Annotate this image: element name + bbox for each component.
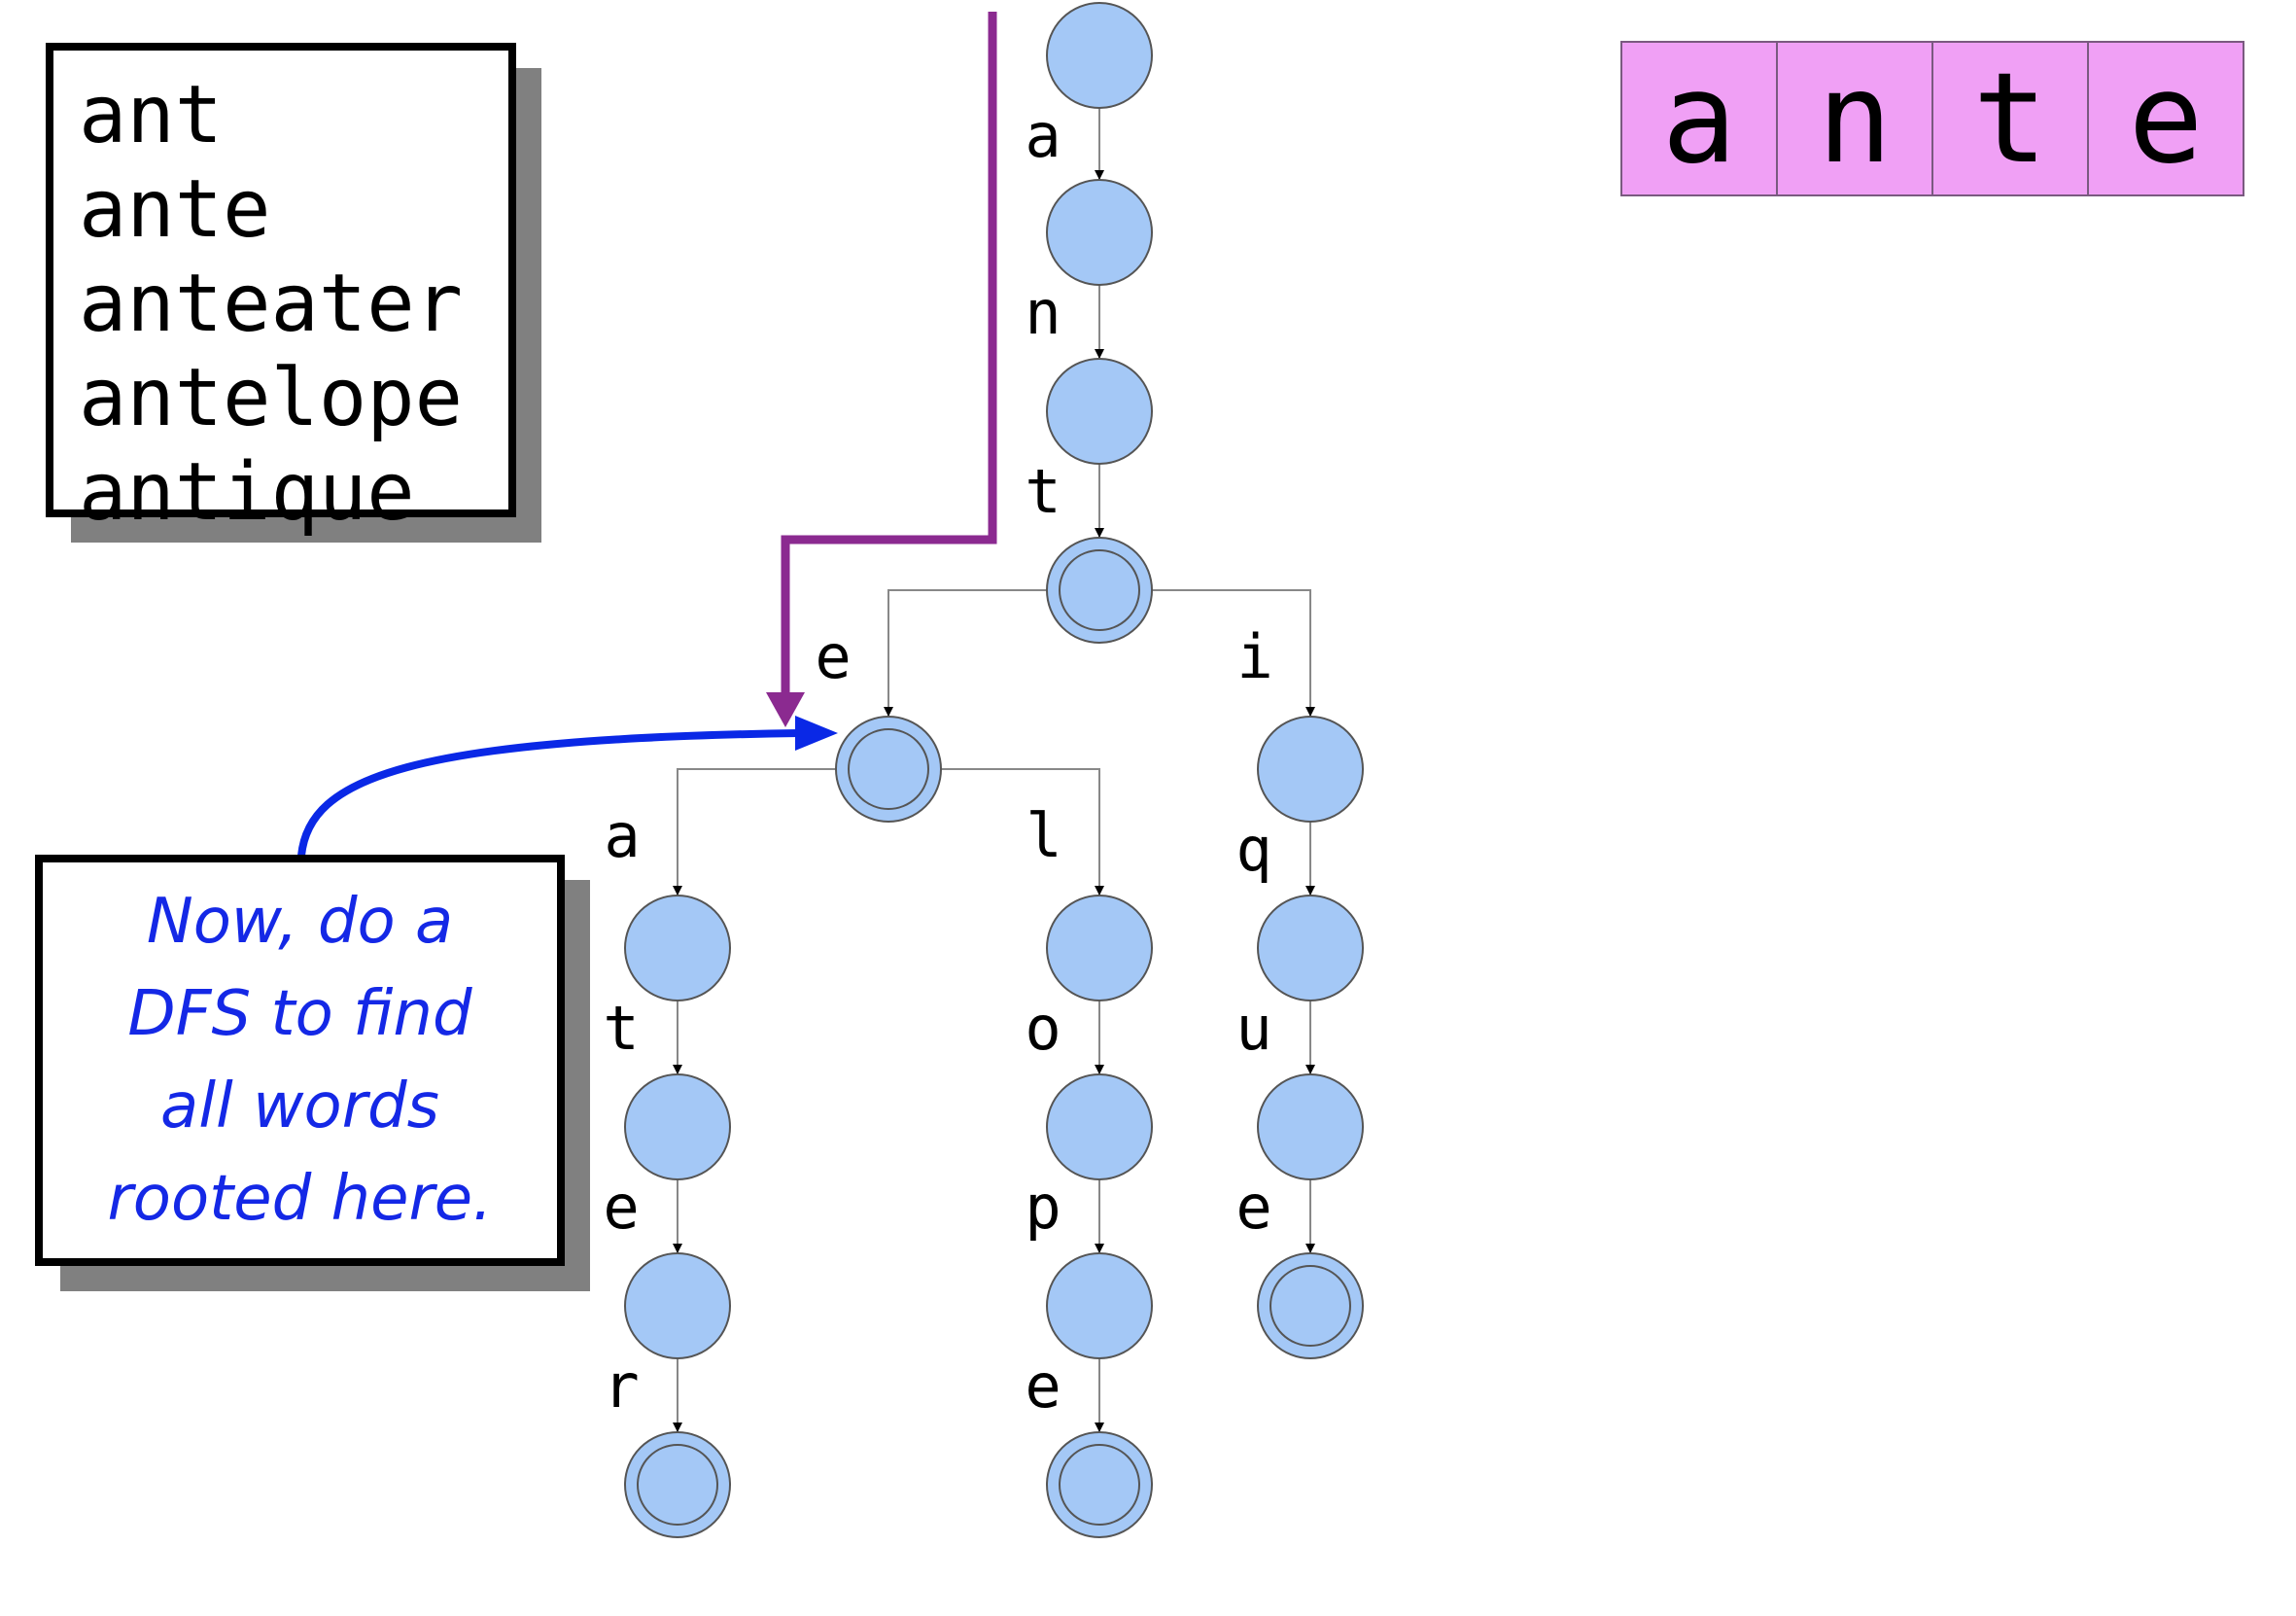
note-pointer-arrowhead <box>795 716 838 751</box>
trie-node <box>1046 358 1153 465</box>
prefix-search-arrowhead <box>766 692 805 727</box>
dfs-note-box: Now, do a DFS to find all words rooted h… <box>35 855 565 1266</box>
prefix-display: a n t e <box>1620 41 2244 196</box>
trie-node <box>624 1073 731 1180</box>
word-item: antelope <box>79 352 463 444</box>
note-line: Now, do a <box>146 885 454 958</box>
edge-label: n <box>1025 277 1061 348</box>
trie-node <box>1046 895 1153 1001</box>
edge-label: l <box>1026 800 1061 871</box>
trie-edge-labels: a n t e i a l q t o u e p e r e <box>603 100 1272 1422</box>
trie-edges <box>673 108 1315 1432</box>
prefix-cell: e <box>2087 41 2244 196</box>
trie-node-terminal <box>835 716 942 823</box>
terminal-marker-ring <box>848 728 929 810</box>
trie-node <box>1046 179 1153 286</box>
note-arrow <box>297 716 838 860</box>
word-item: antique <box>79 446 415 539</box>
edge-label: a <box>1025 100 1061 171</box>
trie-node-terminal <box>1046 1431 1153 1538</box>
terminal-marker-ring <box>637 1444 718 1526</box>
trie-edge <box>884 589 1047 717</box>
note-line: all words <box>160 1070 439 1142</box>
edge-label: e <box>1235 1172 1271 1243</box>
edge-label: t <box>1025 456 1061 527</box>
edge-label: o <box>1025 993 1061 1064</box>
edge-label: i <box>1236 621 1272 692</box>
note-line: DFS to find <box>127 977 472 1050</box>
trie-node <box>1257 716 1364 823</box>
edge-label: u <box>1235 993 1271 1064</box>
terminal-marker-ring <box>1059 549 1140 631</box>
terminal-marker-ring <box>1270 1265 1351 1347</box>
trie-edge <box>1152 589 1315 717</box>
prefix-search-path <box>781 12 997 692</box>
word-item: ant <box>79 69 224 161</box>
edge-label: r <box>603 1351 639 1422</box>
edge-label: t <box>603 993 639 1064</box>
trie-node-terminal <box>1257 1252 1364 1359</box>
trie-node <box>624 895 731 1001</box>
prefix-cell: a <box>1620 41 1778 196</box>
prefix-cell: n <box>1776 41 1933 196</box>
prefix-cell: t <box>1931 41 2089 196</box>
trie-node <box>1046 2 1153 109</box>
trie-node <box>1257 1073 1364 1180</box>
trie-edge <box>941 768 1104 896</box>
search-path-highlight <box>766 12 997 727</box>
trie-node <box>624 1252 731 1359</box>
word-item: anteater <box>79 258 463 350</box>
trie-node <box>1046 1073 1153 1180</box>
trie-edge <box>673 768 836 896</box>
edge-label: e <box>815 621 851 692</box>
trie-node <box>1046 1252 1153 1359</box>
trie-node-terminal <box>1046 537 1153 644</box>
word-list-box: ant ante anteater antelope antique <box>46 43 516 539</box>
edge-label: q <box>1235 814 1271 885</box>
note-pointer-curve <box>297 729 803 860</box>
trie-nodes <box>624 2 1364 1538</box>
note-line: rooted here. <box>107 1162 493 1235</box>
edge-label: e <box>1025 1351 1061 1422</box>
trie-node <box>1257 895 1364 1001</box>
trie-node-terminal <box>624 1431 731 1538</box>
edge-label: e <box>603 1172 639 1243</box>
edge-label: p <box>1025 1172 1061 1243</box>
word-item: ante <box>79 163 271 256</box>
terminal-marker-ring <box>1059 1444 1140 1526</box>
edge-label: a <box>604 800 640 871</box>
